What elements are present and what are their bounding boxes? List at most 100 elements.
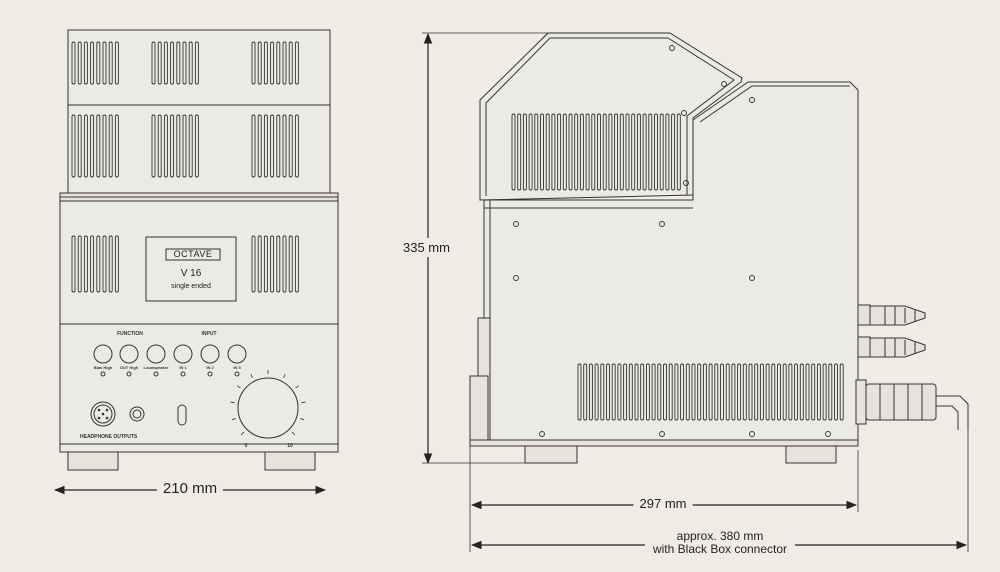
vent-slot (176, 41, 181, 85)
power-switch (177, 404, 187, 426)
front-mid-cover (67, 104, 331, 194)
vent-slot (659, 113, 664, 191)
screw-hole (825, 431, 831, 437)
vent-slot (257, 41, 262, 85)
volume-scale-tick (250, 373, 253, 378)
vent-slot (71, 114, 76, 178)
screw-hole (659, 221, 665, 227)
vent-slot (591, 113, 596, 191)
vent-slot (748, 363, 753, 421)
side-view (469, 32, 969, 464)
vent-slot (668, 363, 673, 421)
vent-slot (83, 114, 88, 178)
side-foot-front (524, 445, 578, 464)
vent-slot (648, 113, 653, 191)
vent-slot (276, 41, 281, 85)
vent-slot (270, 41, 275, 85)
vent-slot (720, 363, 724, 421)
vent-slot (676, 113, 681, 191)
vent-slot (628, 363, 633, 421)
left-foot (67, 451, 119, 471)
volume-scale-tick (295, 385, 299, 389)
vent-slot (657, 363, 662, 421)
vent-slot (822, 363, 827, 421)
vent-slot (811, 363, 816, 421)
vent-slot (623, 363, 628, 421)
vent-slot (634, 363, 639, 421)
vent-slot (257, 235, 262, 293)
screw-hole (721, 81, 727, 87)
volume-scale-tick (291, 431, 296, 436)
vent-slot (714, 363, 719, 421)
vent-slot (534, 113, 539, 191)
screw-hole (539, 431, 545, 437)
vent-slot (102, 114, 107, 178)
screw-hole (749, 431, 755, 437)
vent-slot (788, 363, 793, 421)
vent-slot (157, 41, 162, 85)
vent-slot (288, 41, 293, 85)
vent-slot (102, 235, 107, 293)
vent-slot (294, 114, 299, 178)
vent-slot (625, 113, 630, 191)
vent-slot (114, 114, 119, 178)
vent-slot (288, 114, 293, 178)
selector-button (173, 344, 193, 364)
button-label-bias-high: Bias High (93, 365, 113, 370)
vent-slot (194, 41, 199, 85)
vent-slot (528, 113, 533, 191)
vent-slot (691, 363, 696, 421)
vent-slot (163, 114, 168, 178)
vent-slot (619, 113, 624, 191)
model-name: V 16 (180, 268, 202, 279)
vent-slot (263, 41, 268, 85)
side-foot-rear (785, 445, 837, 464)
vent-slot (631, 113, 636, 191)
vent-slot (585, 113, 590, 191)
vent-slot (517, 113, 522, 191)
vent-slot (568, 113, 573, 191)
right-foot (264, 451, 316, 471)
vent-slot (754, 363, 759, 421)
vent-slot (194, 114, 199, 178)
vent-slot (83, 41, 88, 85)
front-panel (59, 323, 339, 453)
vent-slot (71, 41, 76, 85)
screw-hole (749, 97, 755, 103)
vent-slot (90, 41, 95, 85)
vent-slot (551, 113, 556, 191)
vent-slot (725, 363, 730, 421)
headphone-jack (129, 406, 145, 422)
volume-scale-tick (240, 431, 245, 436)
vent-slot (282, 41, 287, 85)
vent-slot (614, 113, 619, 191)
vent-slot (680, 363, 685, 421)
selector-button (93, 344, 113, 364)
height-dimension-label: 335 mm (403, 238, 450, 257)
vent-slot (702, 363, 707, 421)
vent-slot (645, 363, 650, 421)
screw-hole (681, 110, 687, 116)
vent-slot (170, 41, 175, 85)
black-box-connector (855, 379, 969, 430)
vent-slot (96, 41, 101, 85)
vent-slot (77, 41, 82, 85)
vent-slot (188, 41, 193, 85)
vent-slot (642, 113, 647, 191)
volume-scale-tick (300, 418, 305, 421)
vent-slot (276, 114, 281, 178)
screw-hole (683, 180, 689, 186)
button-label-out-high: OUT High (119, 365, 139, 370)
vent-slot (188, 114, 193, 178)
function-section-label: FUNCTION (117, 331, 143, 337)
vent-slot (828, 363, 833, 421)
vent-slot (90, 114, 95, 178)
screw-hole (669, 45, 675, 51)
vent-slot (114, 41, 119, 85)
vent-slot (574, 113, 579, 191)
headphone-outputs-label: HEADPHONE OUTPUTS (80, 434, 138, 440)
vent-slot (282, 235, 287, 293)
volume-min-label: 0 (244, 443, 248, 449)
vent-slot (685, 363, 690, 421)
vent-slot (163, 41, 168, 85)
